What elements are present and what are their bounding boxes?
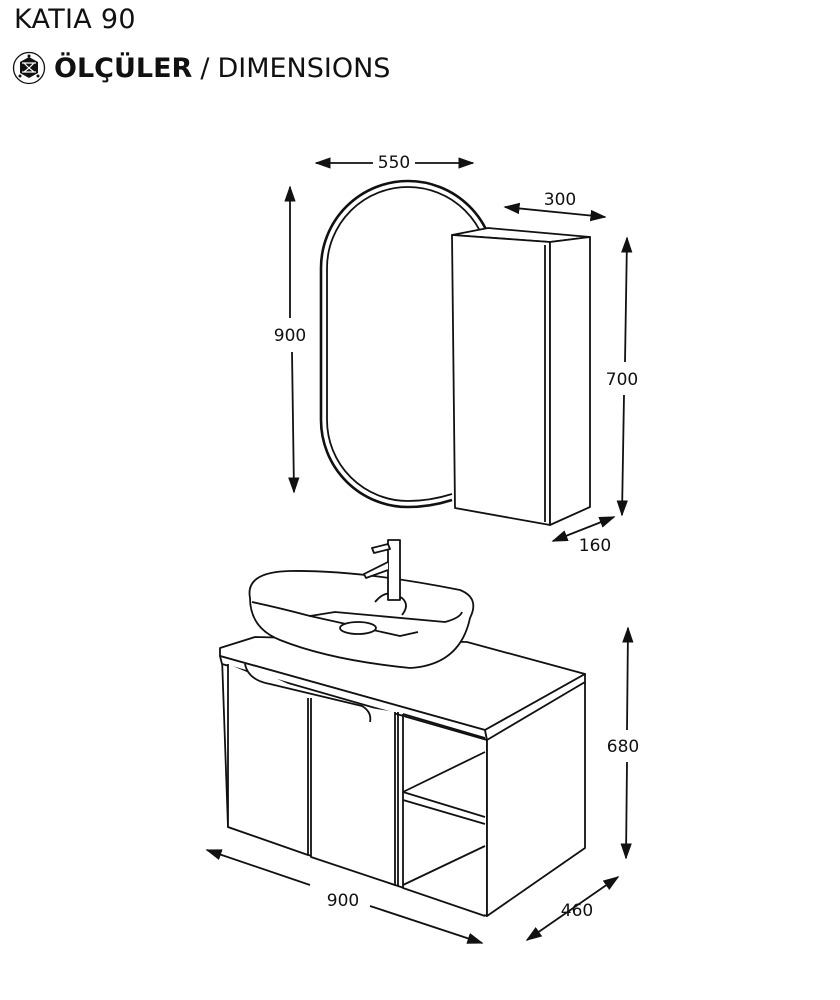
section-title-en: DIMENSIONS — [217, 52, 391, 84]
label-cabinet-depth: 160 — [579, 536, 611, 556]
section-heading: ÖLÇÜLER / DIMENSIONS — [12, 51, 390, 85]
dim-line-vanity-height — [622, 626, 634, 731]
dim-line-cabinet-height — [621, 236, 633, 363]
dim-line-cabinet-width — [503, 202, 607, 222]
section-title-tr: ÖLÇÜLER — [54, 52, 193, 84]
label-cabinet-height: 700 — [606, 370, 638, 390]
label-vanity-depth: 460 — [561, 901, 593, 921]
label-vanity-height: 680 — [607, 737, 639, 757]
label-cabinet-width: 300 — [544, 190, 576, 210]
faucet — [363, 539, 401, 601]
vanity-unit — [219, 636, 586, 917]
title-separator: / — [200, 52, 210, 84]
label-mirror-height: 900 — [274, 326, 306, 346]
dimensions-cube-icon — [12, 51, 46, 85]
dim-line-vanity-height-lower — [620, 761, 632, 860]
label-mirror-width: 550 — [378, 153, 410, 173]
countertop-basin — [248, 570, 475, 669]
dim-line-cabinet-height-lower — [616, 394, 628, 517]
dim-line-vanity-width-right — [369, 905, 484, 944]
oval-mirror — [319, 179, 497, 509]
dim-line-cabinet-depth — [551, 516, 616, 542]
dim-line-mirror-height-lower — [288, 351, 300, 494]
label-vanity-width: 900 — [327, 891, 359, 911]
product-title: KATIA 90 — [14, 4, 136, 35]
wall-cabinet — [451, 227, 591, 526]
dim-line-vanity-depth — [525, 876, 620, 941]
dim-line-vanity-width — [205, 849, 311, 886]
